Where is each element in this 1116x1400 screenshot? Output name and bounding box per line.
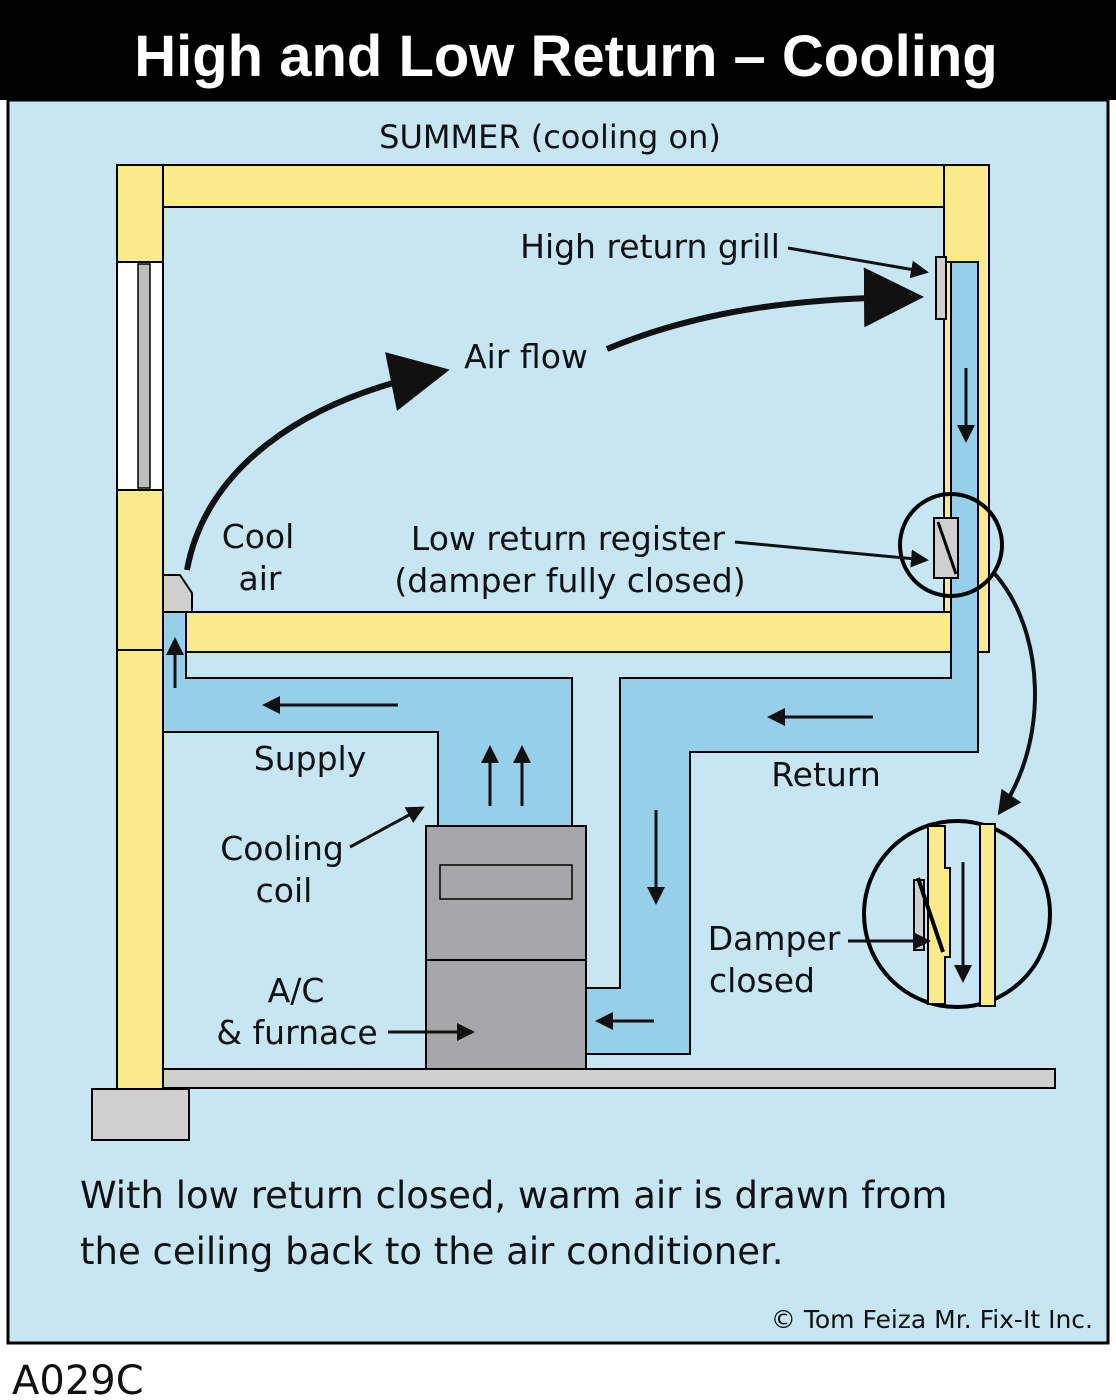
low-return-label-line2: (damper fully closed) (394, 561, 745, 600)
damper-label-line2: closed (709, 961, 815, 1000)
wall-left-lower (116, 649, 164, 1090)
supply-register (162, 574, 193, 613)
damper-label-line1: Damper (708, 919, 841, 958)
title-bar (0, 0, 1116, 100)
season-label: SUMMER (cooling on) (379, 118, 721, 156)
page-title: High and Low Return – Cooling (134, 24, 998, 89)
high-return-grill-label: High return grill (520, 227, 780, 266)
return-label: Return (771, 755, 881, 794)
cooling-coil-label-line2: coil (256, 871, 313, 910)
low-return-register (933, 517, 959, 579)
airflow-arrow-top (605, 267, 924, 352)
low-return-label-line1: Low return register (411, 519, 726, 558)
airflow-arrow-up (184, 352, 450, 571)
wall-top (116, 164, 990, 208)
window (116, 261, 164, 491)
high-grill-pointer (787, 246, 929, 279)
ac-label-line1: A/C (268, 971, 325, 1010)
caption-line1: With low return closed, warm air is draw… (80, 1174, 947, 1217)
high-return-grill (935, 256, 947, 320)
damper-detail (862, 819, 1052, 1009)
furnace (425, 825, 587, 1070)
ac-label-line2: & furnace (216, 1013, 377, 1052)
cooling-coil-pointer (349, 806, 425, 849)
low-register-pointer (734, 540, 929, 568)
cooling-coil-label-line1: Cooling (220, 829, 344, 868)
figure-code: A029C (12, 1358, 144, 1400)
supply-label: Supply (254, 739, 366, 778)
foundation (91, 1088, 190, 1141)
low-return-callout-circle (898, 492, 1004, 598)
callout-connector-arrow (992, 571, 1037, 816)
copyright: © Tom Feiza Mr. Fix-It Inc. (771, 1305, 1093, 1334)
caption-line2: the ceiling back to the air conditioner. (80, 1230, 784, 1273)
floor-slab (162, 1068, 1056, 1089)
duct-flow-arrows (166, 368, 975, 1030)
label-pointers (349, 246, 931, 1041)
air-flow-label: Air flow (464, 337, 588, 376)
cool-air-label-line1: Cool (222, 517, 295, 556)
cool-air-label-line2: air (239, 559, 282, 598)
ceiling-slab (185, 611, 952, 653)
